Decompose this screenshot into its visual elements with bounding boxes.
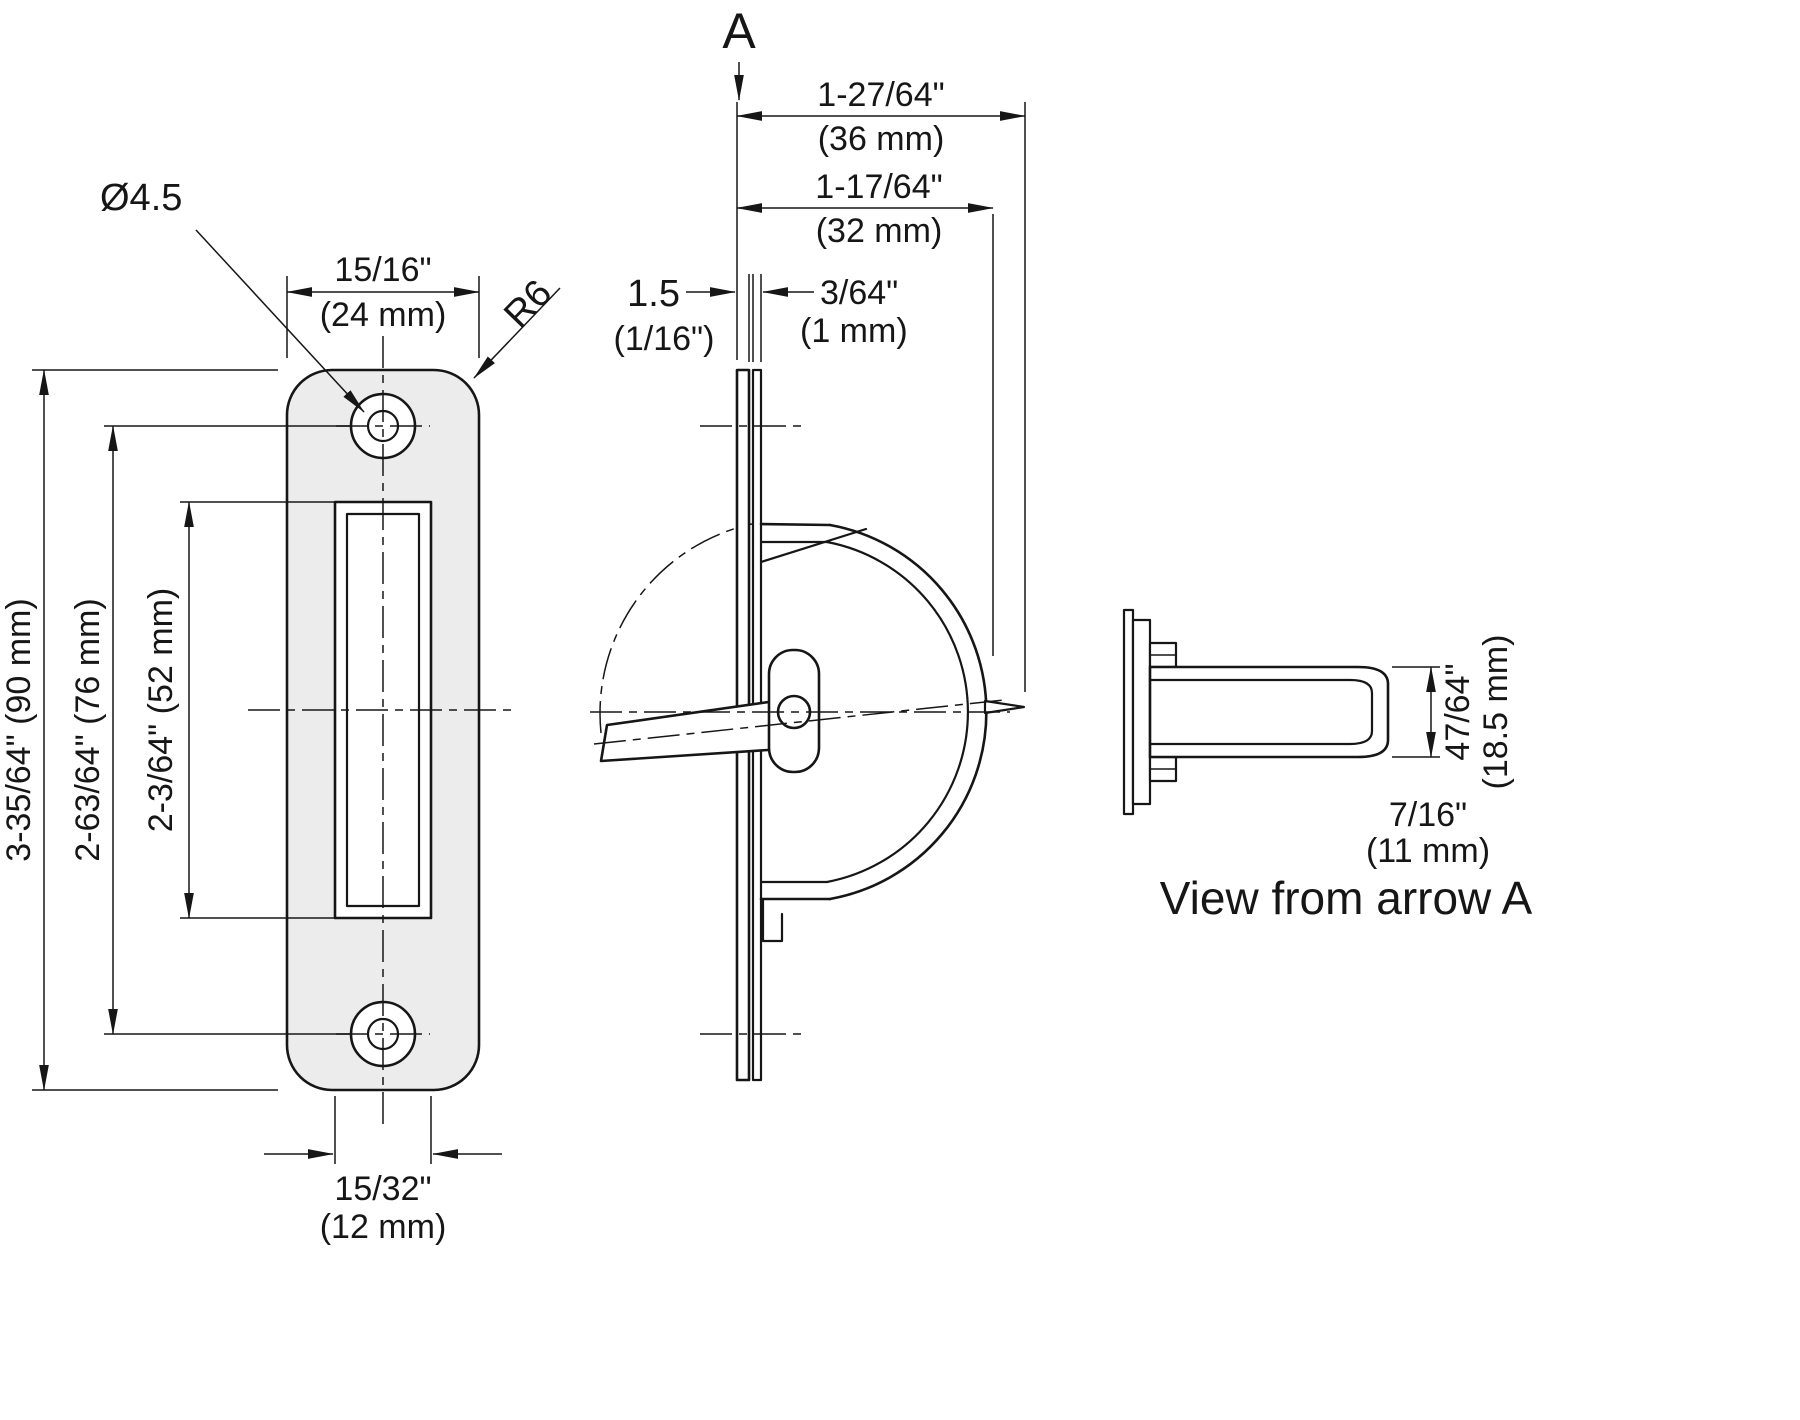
- hole-diameter-leader: [195, 229, 365, 413]
- dim-slot-height: 2-3/64" (52 mm): [142, 501, 335, 919]
- top-width-mm-label: (24 mm): [320, 296, 447, 334]
- dim-body-height: 47/64" (18.5 mm): [1392, 635, 1515, 790]
- body-depth-in-label: 1-17/64": [815, 168, 942, 206]
- gap-mm-label: (1 mm): [800, 312, 908, 350]
- plate-thickness-in-label: (1/16"): [614, 320, 715, 358]
- corner-radius-label: R6: [496, 272, 560, 336]
- slot-width-in-label: 15/32": [334, 1170, 431, 1208]
- front-view: Ø4.5 15/16" (24 mm) R6 3-35/64" (90 mm) …: [0, 177, 561, 1246]
- overall-depth-mm-label: (36 mm): [818, 120, 945, 158]
- dim-hole-spacing: 2-63/64" (76 mm): [69, 425, 352, 1035]
- flange-plate: [1122, 608, 1135, 816]
- flange-backing: [1131, 618, 1152, 806]
- body-height-mm-label: (18.5 mm): [1477, 635, 1515, 790]
- gap-in-label: 3/64": [820, 274, 898, 312]
- bottom-hook: [761, 897, 784, 943]
- overall-depth-in-label: 1-27/64": [817, 76, 944, 114]
- strike-pin: [983, 699, 1026, 715]
- view-caption: View from arrow A: [1160, 872, 1533, 924]
- dim-slot-width: 15/32" (12 mm): [264, 1096, 502, 1246]
- latch-body-inner: [1148, 678, 1374, 746]
- lever: [599, 699, 785, 763]
- corner-radius-leader: [473, 287, 561, 379]
- hole-spacing-label: 2-63/64" (76 mm): [69, 598, 107, 861]
- body-depth-mm-label: (32 mm): [816, 212, 943, 250]
- slot-height-label: 2-3/64" (52 mm): [142, 588, 180, 832]
- dim-total-height: 3-35/64" (90 mm): [0, 369, 278, 1091]
- body-width-mm-label: (11 mm): [1366, 832, 1490, 870]
- arrow-a-view: 47/64" (18.5 mm) 7/16" (11 mm) View from…: [1122, 608, 1533, 924]
- section-a-label: A: [722, 3, 756, 59]
- latch-body: [1148, 665, 1390, 759]
- hole-diameter-label: Ø4.5: [100, 177, 182, 219]
- cup-body: [759, 522, 988, 943]
- screw-boss-bottom: [1148, 755, 1178, 783]
- body-width-in-label: 7/16": [1389, 796, 1467, 834]
- lever-swing-phantom-arc: [599, 521, 763, 734]
- plate-thickness-label: 1.5: [627, 273, 680, 315]
- dim-overall-depth: 1-27/64" (36 mm): [736, 76, 1026, 692]
- dim-top-width: 15/16" (24 mm): [286, 251, 480, 358]
- top-width-in-label: 15/16": [334, 251, 431, 289]
- lever-axis-centerline: [593, 699, 1005, 745]
- body-height-in-label: 47/64": [1439, 663, 1477, 760]
- side-view: A: [590, 3, 1026, 1082]
- slot-width-mm-label: (12 mm): [320, 1208, 447, 1246]
- dim-plate-thickness: 1.5 (1/16") 3/64" (1 mm): [614, 273, 908, 362]
- screw-boss-top: [1148, 641, 1178, 669]
- total-height-label: 3-35/64" (90 mm): [0, 598, 38, 861]
- dim-body-depth: 1-17/64" (32 mm): [736, 168, 994, 656]
